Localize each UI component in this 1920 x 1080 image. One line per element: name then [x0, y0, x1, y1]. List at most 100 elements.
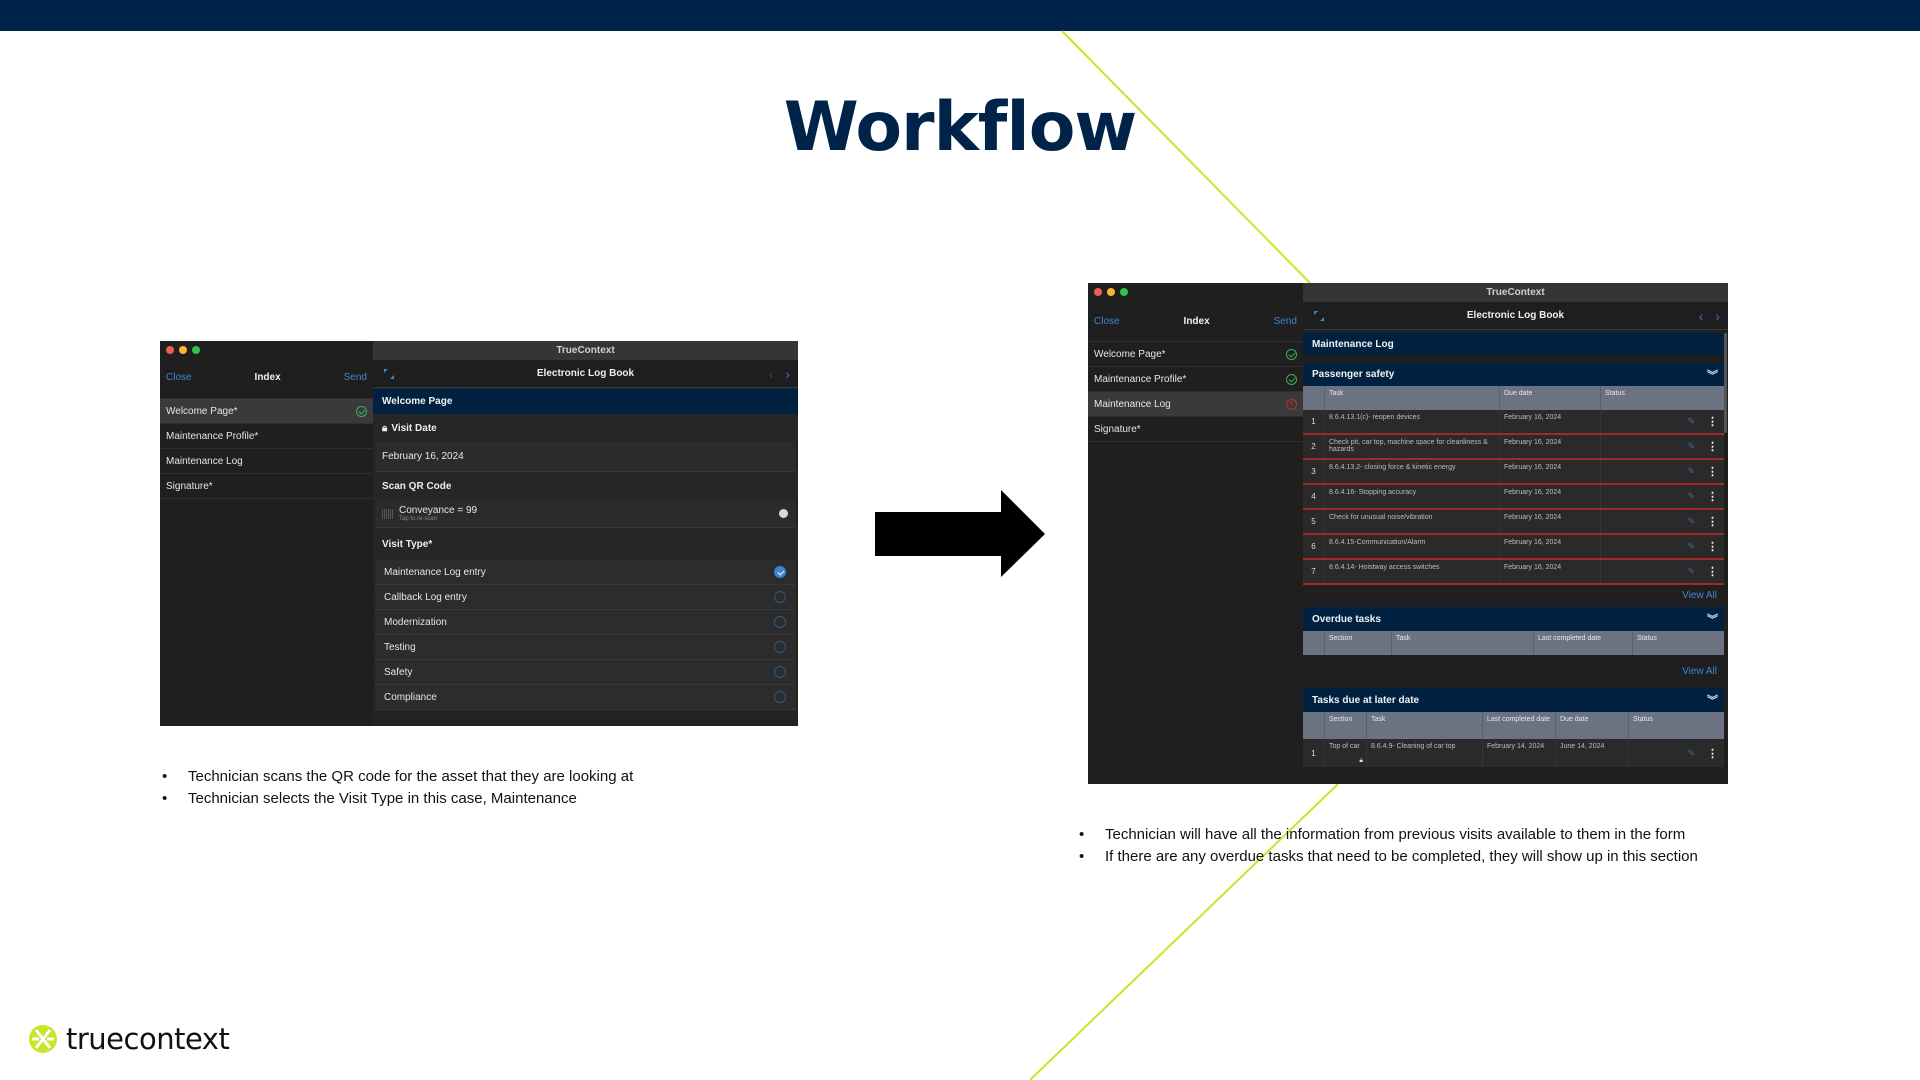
- window-controls: [166, 346, 200, 354]
- form-toolbar: Electronic Log Book ‹›: [373, 360, 798, 388]
- expand-icon[interactable]: [1313, 310, 1325, 322]
- maximize-window-dot[interactable]: [1120, 288, 1128, 296]
- logo-wordmark: truecontext: [66, 1022, 230, 1056]
- sidebar-item-maintenance-log[interactable]: Maintenance Log: [160, 449, 373, 474]
- right-arrow-icon: [875, 490, 1045, 577]
- window-title: TrueContext: [1303, 283, 1728, 302]
- passenger-safety-table-header: Task Due date Status: [1303, 386, 1724, 410]
- edit-pencil-icon[interactable]: ✎: [1687, 466, 1695, 476]
- close-button[interactable]: Close: [166, 371, 192, 383]
- barcode-icon: [382, 508, 393, 519]
- index-heading: Index: [1183, 315, 1210, 327]
- overdue-table-header: Section Task Last completed date Status: [1303, 631, 1724, 655]
- radio-modernization[interactable]: Modernization: [375, 610, 796, 635]
- radio-empty-icon: [774, 666, 786, 678]
- edit-pencil-icon[interactable]: ✎: [1687, 541, 1695, 551]
- prev-page-icon[interactable]: ‹: [768, 366, 774, 382]
- sidebar-item-maintenance-profile[interactable]: Maintenance Profile*: [1088, 367, 1303, 392]
- radio-testing[interactable]: Testing: [375, 635, 796, 660]
- sidebar-item-welcome-page[interactable]: Welcome Page*: [1088, 342, 1303, 367]
- edit-pencil-icon[interactable]: ✎: [1687, 491, 1695, 501]
- sidebar-item-maintenance-profile[interactable]: Maintenance Profile*: [160, 424, 373, 449]
- radio-callback-log-entry[interactable]: Callback Log entry: [375, 585, 796, 610]
- edit-pencil-icon[interactable]: ✎: [1687, 566, 1695, 576]
- index-heading: Index: [254, 371, 281, 383]
- section-passenger-safety[interactable]: Passenger safety ︾: [1303, 363, 1724, 386]
- form-toolbar: Electronic Log Book ‹ ›: [1303, 302, 1728, 330]
- collapse-chevron-icon[interactable]: ︾: [1707, 695, 1718, 707]
- truecontext-logo-icon: [29, 1025, 57, 1053]
- more-options-icon[interactable]: ⋮: [1707, 416, 1718, 428]
- lock-icon: 🔒︎: [382, 422, 388, 434]
- bullet-item: Technician scans the QR code for the ass…: [160, 766, 633, 788]
- edit-pencil-icon[interactable]: ✎: [1687, 747, 1695, 758]
- minimize-window-dot[interactable]: [179, 346, 187, 354]
- check-circle-icon: [1286, 348, 1297, 360]
- clear-scan-icon[interactable]: [779, 509, 788, 518]
- view-all-passenger-safety[interactable]: View All: [1682, 590, 1717, 601]
- scan-qr-label: Scan QR Code: [373, 472, 798, 500]
- more-options-icon[interactable]: ⋮: [1707, 747, 1718, 760]
- visit-type-label: Visit Type*: [373, 528, 798, 560]
- next-page-icon[interactable]: ›: [785, 366, 790, 382]
- view-all-overdue[interactable]: View All: [1682, 666, 1717, 677]
- edit-pencil-icon[interactable]: ✎: [1687, 516, 1695, 526]
- more-options-icon[interactable]: ⋮: [1707, 541, 1718, 553]
- section-overdue-tasks[interactable]: Overdue tasks ︾: [1303, 607, 1724, 631]
- lock-icon: 🔒︎: [1359, 757, 1363, 764]
- radio-maintenance-log-entry[interactable]: Maintenance Log entry: [375, 560, 796, 585]
- sidebar-item-maintenance-log[interactable]: Maintenance Log: [1088, 392, 1303, 417]
- maximize-window-dot[interactable]: [192, 346, 200, 354]
- form-title: Electronic Log Book: [1466, 310, 1565, 321]
- more-options-icon[interactable]: ⋮: [1707, 516, 1718, 528]
- more-options-icon[interactable]: ⋮: [1707, 441, 1718, 453]
- check-circle-icon: [1286, 373, 1297, 385]
- right-app-window: Close Index Send Welcome Page* Maintenan…: [1088, 283, 1728, 784]
- collapse-chevron-icon[interactable]: ︾: [1707, 369, 1718, 382]
- next-page-icon[interactable]: ›: [1715, 308, 1720, 324]
- qr-scan-field[interactable]: Conveyance = 99 Tap to re-scan: [375, 500, 796, 528]
- more-options-icon[interactable]: ⋮: [1707, 466, 1718, 478]
- later-table-header: Section Task Last completed date Due dat…: [1303, 712, 1724, 739]
- sidebar-item-signature[interactable]: Signature*: [1088, 417, 1303, 442]
- radio-empty-icon: [774, 691, 786, 703]
- minimize-window-dot[interactable]: [1107, 288, 1115, 296]
- window-title: TrueContext: [373, 341, 798, 360]
- sidebar-item-welcome-page[interactable]: Welcome Page*: [160, 399, 373, 424]
- expand-icon[interactable]: [383, 368, 395, 380]
- prev-page-icon[interactable]: ‹: [1698, 308, 1704, 324]
- radio-safety[interactable]: Safety: [375, 660, 796, 685]
- check-circle-icon: [356, 405, 367, 417]
- radio-empty-icon: [774, 641, 786, 653]
- radio-compliance[interactable]: Compliance: [375, 685, 796, 710]
- section-tasks-due-later[interactable]: Tasks due at later date ︾: [1303, 688, 1724, 712]
- bullet-item: If there are any overdue tasks that need…: [1077, 846, 1698, 868]
- close-button[interactable]: Close: [1094, 315, 1120, 327]
- more-options-icon[interactable]: ⋮: [1707, 491, 1718, 503]
- index-sidebar: Close Index Send Welcome Page* Maintenan…: [1088, 283, 1303, 784]
- collapse-chevron-icon[interactable]: ︾: [1707, 614, 1718, 626]
- top-banner: [0, 0, 1920, 31]
- send-button[interactable]: Send: [343, 371, 367, 383]
- send-button[interactable]: Send: [1273, 315, 1297, 327]
- visit-date-value: February 16, 2024: [375, 442, 796, 472]
- error-circle-icon: [1286, 398, 1297, 410]
- table-row[interactable]: 1 Top of car🔒︎ 8.6.4.9- Cleaning of car …: [1303, 739, 1724, 767]
- close-window-dot[interactable]: [166, 346, 174, 354]
- bullet-item: Technician selects the Visit Type in thi…: [160, 788, 633, 810]
- more-options-icon[interactable]: ⋮: [1707, 566, 1718, 578]
- edit-pencil-icon[interactable]: ✎: [1687, 416, 1695, 426]
- radio-empty-icon: [774, 616, 786, 628]
- edit-pencil-icon[interactable]: ✎: [1687, 441, 1695, 451]
- scrollbar[interactable]: [1724, 333, 1727, 433]
- close-window-dot[interactable]: [1094, 288, 1102, 296]
- page-header: Welcome Page: [373, 389, 798, 414]
- sidebar-item-signature[interactable]: Signature*: [160, 474, 373, 499]
